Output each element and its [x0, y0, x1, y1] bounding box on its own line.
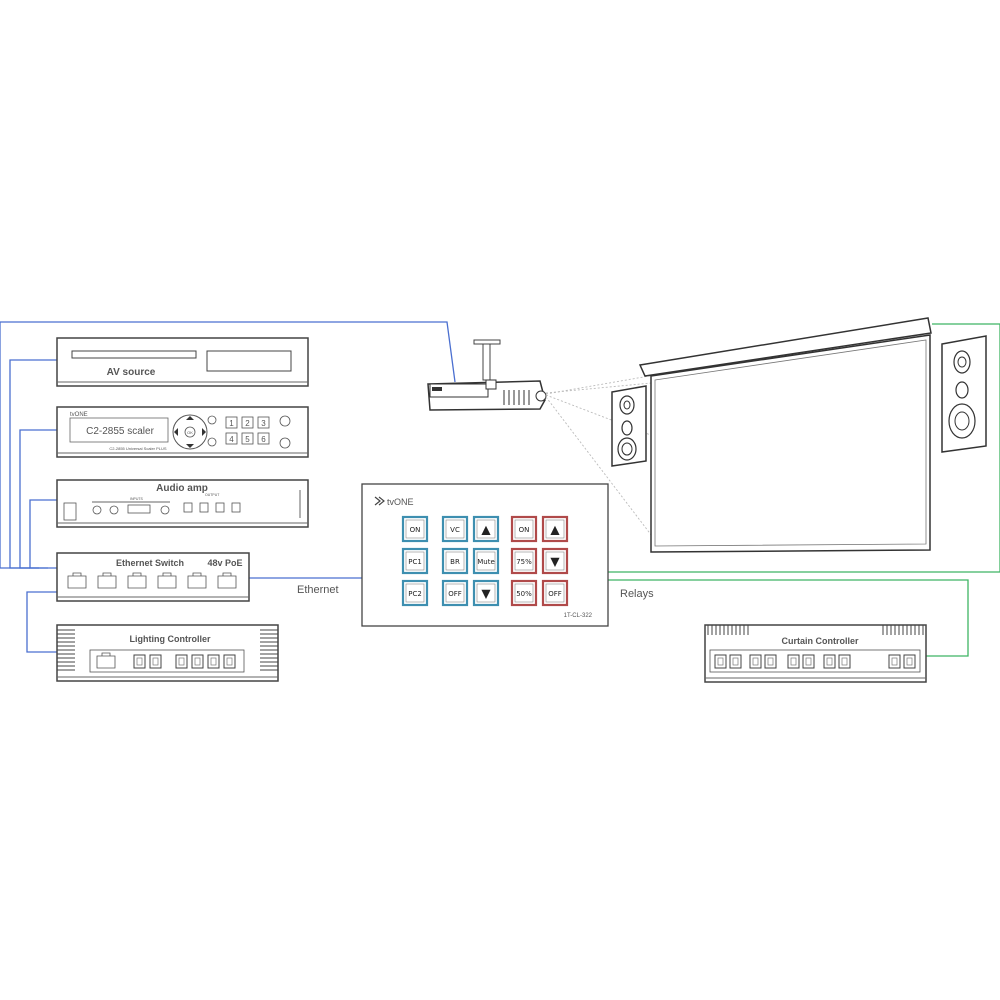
ethernet-wiring: [0, 321, 456, 653]
panel-button-label: ▼: [550, 555, 560, 569]
panel-button[interactable]: ▲: [541, 515, 569, 543]
panel-button[interactable]: ▲: [472, 515, 500, 543]
poe-label: 48v PoE: [207, 558, 242, 568]
audio-amp-label: Audio amp: [156, 483, 208, 494]
ethernet-link-label: Ethernet: [297, 584, 339, 596]
power-icon: [279, 415, 291, 427]
panel-button[interactable]: PC2: [401, 579, 429, 607]
ethernet-port-icon: [187, 572, 207, 589]
audio-amp-link: [29, 499, 57, 569]
scaler-ok: OK: [187, 430, 193, 435]
panel-button[interactable]: OFF: [541, 579, 569, 607]
ethernet-switch-label: Ethernet Switch: [116, 558, 184, 568]
relays-link-label: Relays: [620, 588, 654, 600]
scaler-brand: tvONE: [70, 412, 88, 418]
panel-button[interactable]: 75%: [510, 547, 538, 575]
panel-button[interactable]: ON: [510, 515, 538, 543]
ethernet-switch-device: Ethernet Switch 48v PoE: [56, 552, 250, 602]
scaler-key-1: 1: [229, 419, 234, 428]
audio-amp-device: Audio amp INPUTS OUTPUT: [56, 479, 309, 528]
panel-button[interactable]: ON: [401, 515, 429, 543]
panel-button-label: 50%: [516, 590, 532, 598]
panel-button-label: ON: [410, 526, 421, 534]
tvone-logo-icon: [374, 496, 385, 506]
panel-button-label: ▲: [550, 523, 560, 537]
relay-wiring: [607, 323, 1000, 657]
scaler-title: C2-2855 scaler: [86, 426, 154, 437]
panel-button-label: OFF: [548, 590, 562, 598]
panel-button-label: ON: [519, 526, 530, 534]
lighting-controller-label: Lighting Controller: [130, 634, 211, 644]
projector-device: [427, 339, 547, 411]
panel-button[interactable]: BR: [441, 547, 469, 575]
scaler-keypad: 1 2 3 4 5 6: [225, 416, 270, 445]
curtain-controller-device: Curtain Controller: [704, 624, 927, 683]
av-source-device: AV source: [56, 337, 309, 387]
panel-button-label: ▲: [481, 523, 491, 537]
panel-button-label: ▼: [481, 587, 491, 601]
scaler-key-5: 5: [245, 435, 250, 444]
ethernet-port-icon: [67, 572, 87, 589]
scaler-link: [19, 429, 57, 569]
left-speaker: [611, 385, 647, 467]
panel-button-label: BR: [450, 558, 460, 566]
ethernet-port-icon: [217, 572, 237, 589]
panel-button-label: Mute: [477, 558, 495, 566]
scaler-key-3: 3: [261, 419, 266, 428]
panel-button-label: PC2: [408, 590, 422, 598]
audio-output-label: OUTPUT: [205, 493, 220, 497]
panel-button-label: OFF: [448, 590, 462, 598]
audio-inputs-label: INPUTS: [130, 497, 144, 501]
right-speaker: [941, 335, 987, 453]
panel-button[interactable]: OFF: [441, 579, 469, 607]
panel-button[interactable]: ▼: [472, 579, 500, 607]
ethernet-port-icon: [97, 572, 117, 589]
ethernet-port-icon: [157, 572, 177, 589]
panel-button-label: 75%: [516, 558, 532, 566]
panel-button[interactable]: VC: [441, 515, 469, 543]
scaler-key-4: 4: [229, 435, 234, 444]
panel-button-label: PC1: [408, 558, 422, 566]
panel-button-label: VC: [450, 526, 460, 534]
panel-button[interactable]: 50%: [510, 579, 538, 607]
scaler-device: tvONE C2-2855 scaler C2-2855 Universal S…: [56, 406, 309, 458]
scaler-key-6: 6: [261, 435, 266, 444]
curtain-relay-link: [607, 579, 969, 657]
screen-relay-link: [607, 323, 1000, 573]
ethernet-port-icon: [96, 652, 116, 669]
av-source-link: [9, 359, 57, 569]
panel-button-grid: ON VC ▲ ON ▲ PC1 BR Mute 75% ▼ PC2 OFF ▼ 50% OFF: [401, 515, 569, 607]
projection-screen: [638, 317, 932, 553]
scaler-key-2: 2: [245, 419, 250, 428]
curtain-controller-label: Curtain Controller: [781, 636, 858, 646]
panel-brand: tvONE: [387, 497, 414, 507]
panel-button[interactable]: Mute: [472, 547, 500, 575]
panel-button[interactable]: ▼: [541, 547, 569, 575]
lighting-controller-device: Lighting Controller: [56, 624, 279, 682]
panel-button[interactable]: PC1: [401, 547, 429, 575]
lighting-link: [26, 591, 57, 653]
scaler-subtitle: C2-2855 Universal Scaler PLUS: [109, 446, 166, 451]
panel-model: 1T-CL-322: [564, 613, 593, 619]
ethernet-port-icon: [127, 572, 147, 589]
av-source-label: AV source: [107, 367, 156, 378]
